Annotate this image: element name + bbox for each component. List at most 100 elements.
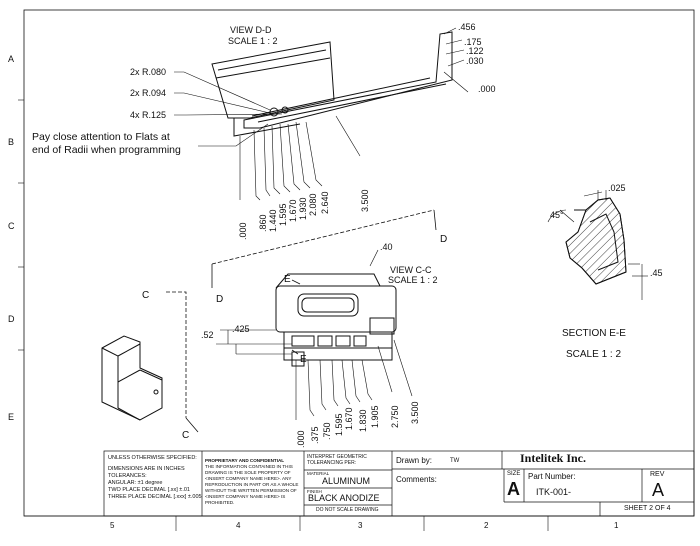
size-value: A — [507, 479, 520, 499]
part-number-label: Part Number: — [528, 472, 576, 481]
section-label-c-top: C — [142, 290, 149, 301]
dim-45deg: 45° — [550, 210, 564, 220]
dd-ord-1440: 1.440 — [268, 209, 278, 232]
zone-col-1: 1 — [614, 521, 619, 530]
section-ee-scale: SCALE 1 : 2 — [566, 349, 621, 360]
tolerance-block: UNLESS OTHERWISE SPECIFIED: DIMENSIONS A… — [108, 455, 202, 501]
prop-line-4: REPRODUCTION IN PART OR AS A WHOLE — [205, 482, 299, 487]
rev-label: REV — [650, 471, 665, 478]
programming-note-line1: Pay close attention to Flats at — [32, 131, 170, 143]
unless-text: UNLESS OTHERWISE SPECIFIED: — [108, 455, 197, 461]
section-line-cc — [166, 291, 199, 433]
zone-col-5: 5 — [110, 521, 115, 530]
prop-line-3: <INSERT COMPANY NAME HERE>. ANY — [205, 476, 292, 481]
programming-note-line2: end of Radii when programming — [32, 144, 181, 156]
zone-col-2: 2 — [484, 521, 489, 530]
finish-value: BLACK ANODIZE — [308, 493, 380, 503]
dd-ord-2640: 2.640 — [320, 191, 330, 214]
dd-ord-2080: 2.080 — [308, 193, 318, 216]
zone-row-c: C — [8, 221, 15, 231]
two-place-text: TWO PLACE DECIMAL [.xx] ±.01 — [108, 487, 190, 493]
cc-ord-3500: 3.500 — [410, 401, 420, 424]
dim-456: .456 — [458, 22, 476, 32]
part-number-value: ITK-001- — [536, 487, 572, 497]
dim-425: .425 — [232, 324, 250, 334]
dd-ord-1595: 1.595 — [278, 203, 288, 226]
cc-ord-1670: 1.670 — [344, 407, 354, 430]
sheet-number: SHEET 2 OF 4 — [624, 505, 671, 512]
section-ee: .025 45° .45 SECTION E-E SCALE 1 : 2 — [547, 183, 663, 360]
dd-ord-000: .000 — [238, 222, 248, 240]
rev-value: A — [652, 480, 665, 500]
interpret-block: INTERPRET GEOMETRIC TOLERANCING PER: — [307, 454, 367, 466]
cc-ord-375: .375 — [310, 426, 320, 444]
company-name: Intelitek Inc. — [520, 451, 586, 465]
dim-000-right: .000 — [478, 84, 496, 94]
dim-40: .40 — [380, 242, 393, 252]
tolerancing-text: TOLERANCING PER: — [307, 460, 357, 466]
section-label-d-left: D — [216, 294, 223, 305]
section-ee-title: SECTION E-E — [562, 328, 626, 339]
isometric-part — [101, 335, 163, 421]
angular-text: ANGULAR: ±1 degree — [108, 480, 163, 486]
view-cc-scale: SCALE 1 : 2 — [388, 275, 438, 285]
prop-line-6: <INSERT COMPANY NAME HERE> IS — [205, 494, 286, 499]
radius-125-label: 4x R.125 — [130, 110, 166, 120]
section-label-e-top: E — [284, 274, 291, 285]
dd-ord-1670: 1.670 — [288, 199, 298, 222]
section-line-dd — [211, 209, 437, 288]
zone-row-b: B — [8, 137, 14, 147]
section-label-c-bottom: C — [182, 430, 189, 441]
drawn-by-value: TW — [450, 458, 460, 464]
proprietary-block: PROPRIETARY AND CONFIDENTIAL THE INFORMA… — [205, 458, 298, 506]
radius-094-label: 2x R.094 — [130, 88, 166, 98]
cc-ord-750: .750 — [322, 422, 332, 440]
prop-line-2: DRAWING IS THE SOLE PROPERTY OF — [205, 470, 291, 475]
cc-ord-2750: 2.750 — [390, 405, 400, 428]
do-not-scale: DO NOT SCALE DRAWING — [316, 507, 379, 513]
dim-175: .175 — [464, 37, 482, 47]
prop-line-5: WITHOUT THE WRITTEN PERMISSION OF — [205, 488, 297, 493]
section-label-d-top: D — [440, 234, 447, 245]
finish-label: FINISH — [307, 489, 322, 494]
dim-45: .45 — [650, 268, 663, 278]
prop-line-7: PROHIBITED. — [205, 500, 235, 505]
cc-ord-1595: 1.595 — [334, 413, 344, 436]
zone-row-e: E — [8, 412, 14, 422]
material-label: MATERIAL — [307, 471, 330, 476]
dim-52: .52 — [201, 330, 214, 340]
radius-080-label: 2x R.080 — [130, 67, 166, 77]
zone-col-4: 4 — [236, 521, 241, 530]
cc-ord-1830: 1.830 — [358, 409, 368, 432]
view-dd-title: VIEW D-D — [230, 25, 272, 35]
zone-col-3: 3 — [358, 521, 363, 530]
interpret-text: INTERPRET GEOMETRIC — [307, 454, 367, 460]
dd-ord-1930: 1.930 — [298, 197, 308, 220]
comments-label: Comments: — [396, 475, 437, 484]
cc-ord-000: .000 — [296, 430, 306, 448]
section-label-e-bottom: E — [300, 354, 307, 365]
dd-ord-860: .860 — [258, 214, 268, 232]
tolerances-text: TOLERANCES: — [108, 473, 147, 479]
size-label: SIZE — [507, 471, 521, 477]
dd-ord-3500: 3.500 — [360, 189, 370, 212]
view-dd: VIEW D-D SCALE 1 : 2 2x R.080 2x R.094 4… — [32, 22, 496, 240]
view-dd-scale: SCALE 1 : 2 — [228, 36, 278, 46]
proprietary-title: PROPRIETARY AND CONFIDENTIAL — [205, 458, 285, 463]
three-place-text: THREE PLACE DECIMAL [.xxx] ±.005 — [108, 494, 202, 500]
prop-line-1: THE INFORMATION CONTAINED IN THIS — [205, 464, 293, 469]
title-block-frame — [103, 450, 695, 517]
material-value: ALUMINUM — [322, 476, 371, 486]
drawn-by-label: Drawn by: — [396, 456, 433, 465]
dim-122: .122 — [466, 46, 484, 56]
zone-row-a: A — [8, 54, 14, 64]
view-cc: VIEW C-C SCALE 1 : 2 .40 E . — [201, 242, 438, 448]
zone-row-d: D — [8, 314, 15, 324]
dim-030: .030 — [466, 56, 484, 66]
cc-ord-1905: 1.905 — [370, 405, 380, 428]
view-cc-title: VIEW C-C — [390, 265, 432, 275]
dimensions-text: DIMENSIONS ARE IN INCHES — [108, 466, 185, 472]
dim-025: .025 — [608, 183, 626, 193]
